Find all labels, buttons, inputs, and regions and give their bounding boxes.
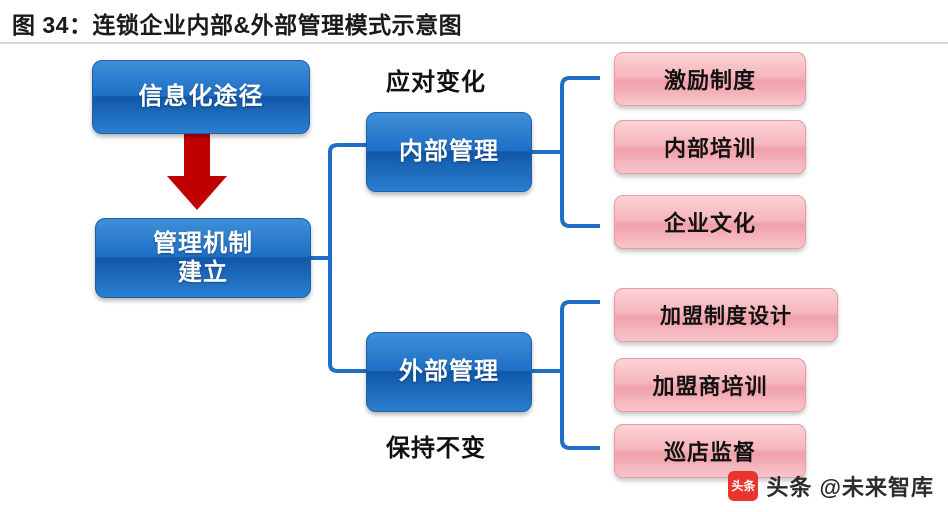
arrow-down-red	[167, 132, 227, 210]
node-internal-management[interactable]: 内部管理	[366, 112, 532, 192]
label-respond-to-change: 应对变化	[386, 69, 486, 96]
watermark: 头条 头条 @未来智库	[728, 470, 934, 502]
title-divider	[0, 42, 948, 44]
node-store-inspection[interactable]: 巡店监督	[614, 424, 806, 478]
node-franchisee-training[interactable]: 加盟商培训	[614, 358, 806, 412]
node-management-mechanism[interactable]: 管理机制 建立	[95, 218, 311, 298]
node-internal-training[interactable]: 内部培训	[614, 120, 806, 174]
page-title: 图 34：连锁企业内部&外部管理模式示意图	[12, 12, 463, 38]
node-franchise-system-design[interactable]: 加盟制度设计	[614, 288, 838, 342]
node-corporate-culture[interactable]: 企业文化	[614, 195, 806, 249]
label-keep-unchanged: 保持不变	[386, 435, 486, 462]
node-informatization[interactable]: 信息化途径	[92, 60, 310, 134]
toutiao-logo-icon: 头条	[728, 471, 759, 501]
node-incentive-system[interactable]: 激励制度	[614, 52, 806, 106]
watermark-text: 头条 @未来智库	[766, 475, 934, 500]
node-external-management[interactable]: 外部管理	[366, 332, 532, 412]
